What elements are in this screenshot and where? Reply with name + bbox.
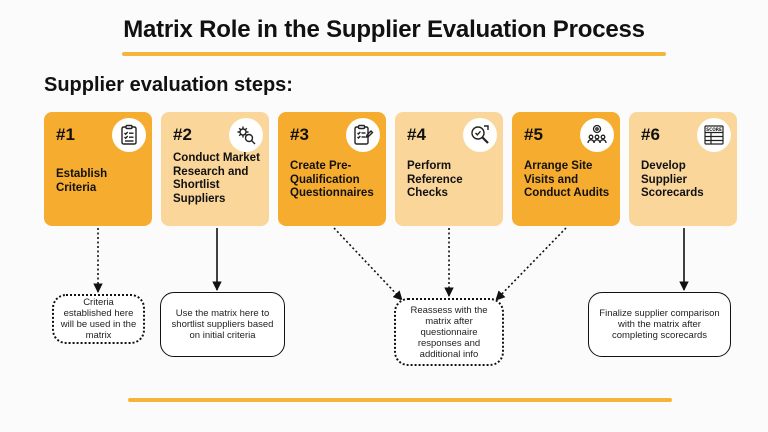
step-card-1: #1 Establish Criteria xyxy=(44,112,152,226)
note-criteria: Criteria established here will be used i… xyxy=(52,294,145,344)
step-card-5: #5 Arrange Site Visits and Conduct Audit… xyxy=(512,112,620,226)
step-label: Perform Reference Checks xyxy=(407,160,463,199)
step-label: Arrange Site Visits and Conduct Audits xyxy=(524,160,610,199)
scorecard-icon: SCORE xyxy=(697,118,731,152)
checklist-clipboard-icon xyxy=(112,118,146,152)
questionnaire-clipboard-icon xyxy=(346,118,380,152)
page-title: Matrix Role in the Supplier Evaluation P… xyxy=(123,16,645,43)
arrow-step3-note3 xyxy=(333,227,403,301)
step-label: Develop Supplier Scorecards xyxy=(641,160,704,199)
step-card-6: #6 Develop Supplier Scorecards SCORE xyxy=(629,112,737,226)
bottom-divider xyxy=(128,398,672,402)
arrow-step5-note3 xyxy=(495,227,567,301)
step-card-4: #4 Perform Reference Checks xyxy=(395,112,503,226)
step-card-2: #2 Conduct Market Research and Shortlist… xyxy=(161,112,269,226)
title-underline xyxy=(122,52,666,56)
step-number: #5 xyxy=(524,125,543,144)
step-number: #4 xyxy=(407,125,426,144)
note-reassess: Reassess with the matrix after questionn… xyxy=(394,298,504,366)
research-gears-icon xyxy=(229,118,263,152)
step-number: #6 xyxy=(641,125,660,144)
step-label: Conduct Market Research and Shortlist Su… xyxy=(173,152,260,205)
step-card-3: #3 Create Pre-Qualification Questionnair… xyxy=(278,112,386,226)
section-heading: Supplier evaluation steps: xyxy=(44,74,293,96)
step-number: #3 xyxy=(290,125,309,144)
step-label: Create Pre-Qualification Questionnaires xyxy=(290,160,374,199)
step-number: #1 xyxy=(56,125,75,144)
step-number: #2 xyxy=(173,125,192,144)
team-audit-icon xyxy=(580,118,614,152)
step-label: Establish Criteria xyxy=(56,168,108,194)
note-shortlist: Use the matrix here to shortlist supplie… xyxy=(160,292,285,357)
magnifier-check-icon xyxy=(463,118,497,152)
note-finalize: Finalize supplier comparison with the ma… xyxy=(588,292,731,357)
svg-text:SCORE: SCORE xyxy=(706,127,722,132)
